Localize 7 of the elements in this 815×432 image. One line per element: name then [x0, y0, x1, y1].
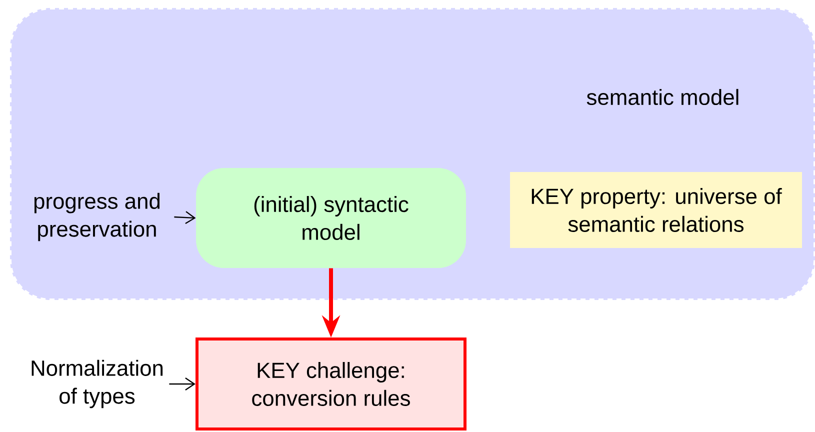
input-label: progress and preservation [34, 192, 160, 242]
syntactic-model-box: (initial) syntactic model [196, 168, 466, 268]
challenge-box: KEY challenge: conversion rules [196, 338, 466, 430]
arrow [169, 378, 196, 390]
property-box: KEY property: universe of semantic relations [510, 172, 802, 248]
arrow [174, 211, 196, 224]
input-label: Normalization of types [32, 360, 163, 408]
